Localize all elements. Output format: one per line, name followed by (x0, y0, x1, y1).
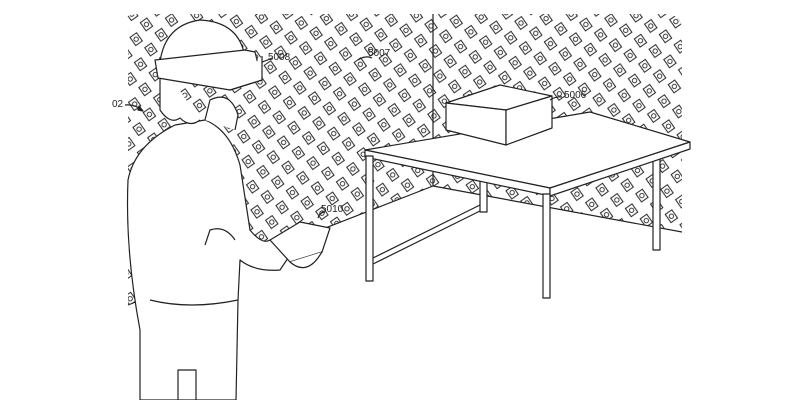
label-5007: 5007 (368, 48, 390, 59)
label-5010: 5010 (321, 204, 343, 215)
label-user: 02 (112, 99, 123, 110)
label-5006: 5006 (564, 90, 586, 101)
label-5008: 5008 (268, 52, 290, 63)
